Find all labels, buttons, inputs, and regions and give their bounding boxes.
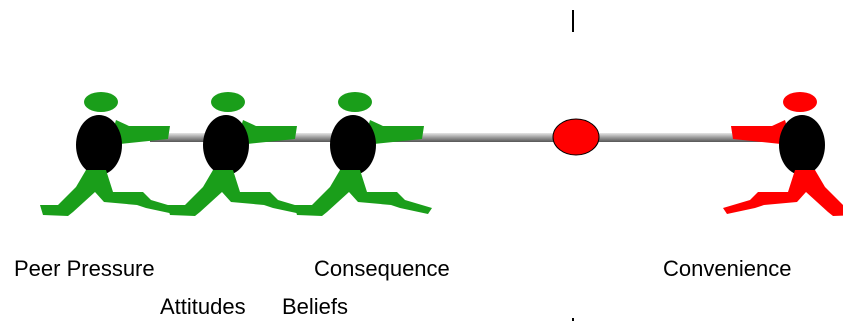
label-beliefs: Beliefs [282,294,349,319]
red-puller-figure [723,92,843,216]
green-puller-figure-3 [294,92,432,216]
label-convenience: Convenience [663,256,792,281]
rope-center-marker [552,118,600,156]
label-attitudes: Attitudes [160,294,246,319]
label-consequence: Consequence [314,256,450,281]
label-peer-pressure: Peer Pressure [14,256,155,281]
green-puller-figure-1 [40,92,178,216]
rope [150,133,780,142]
green-puller-figure-2 [167,92,305,216]
